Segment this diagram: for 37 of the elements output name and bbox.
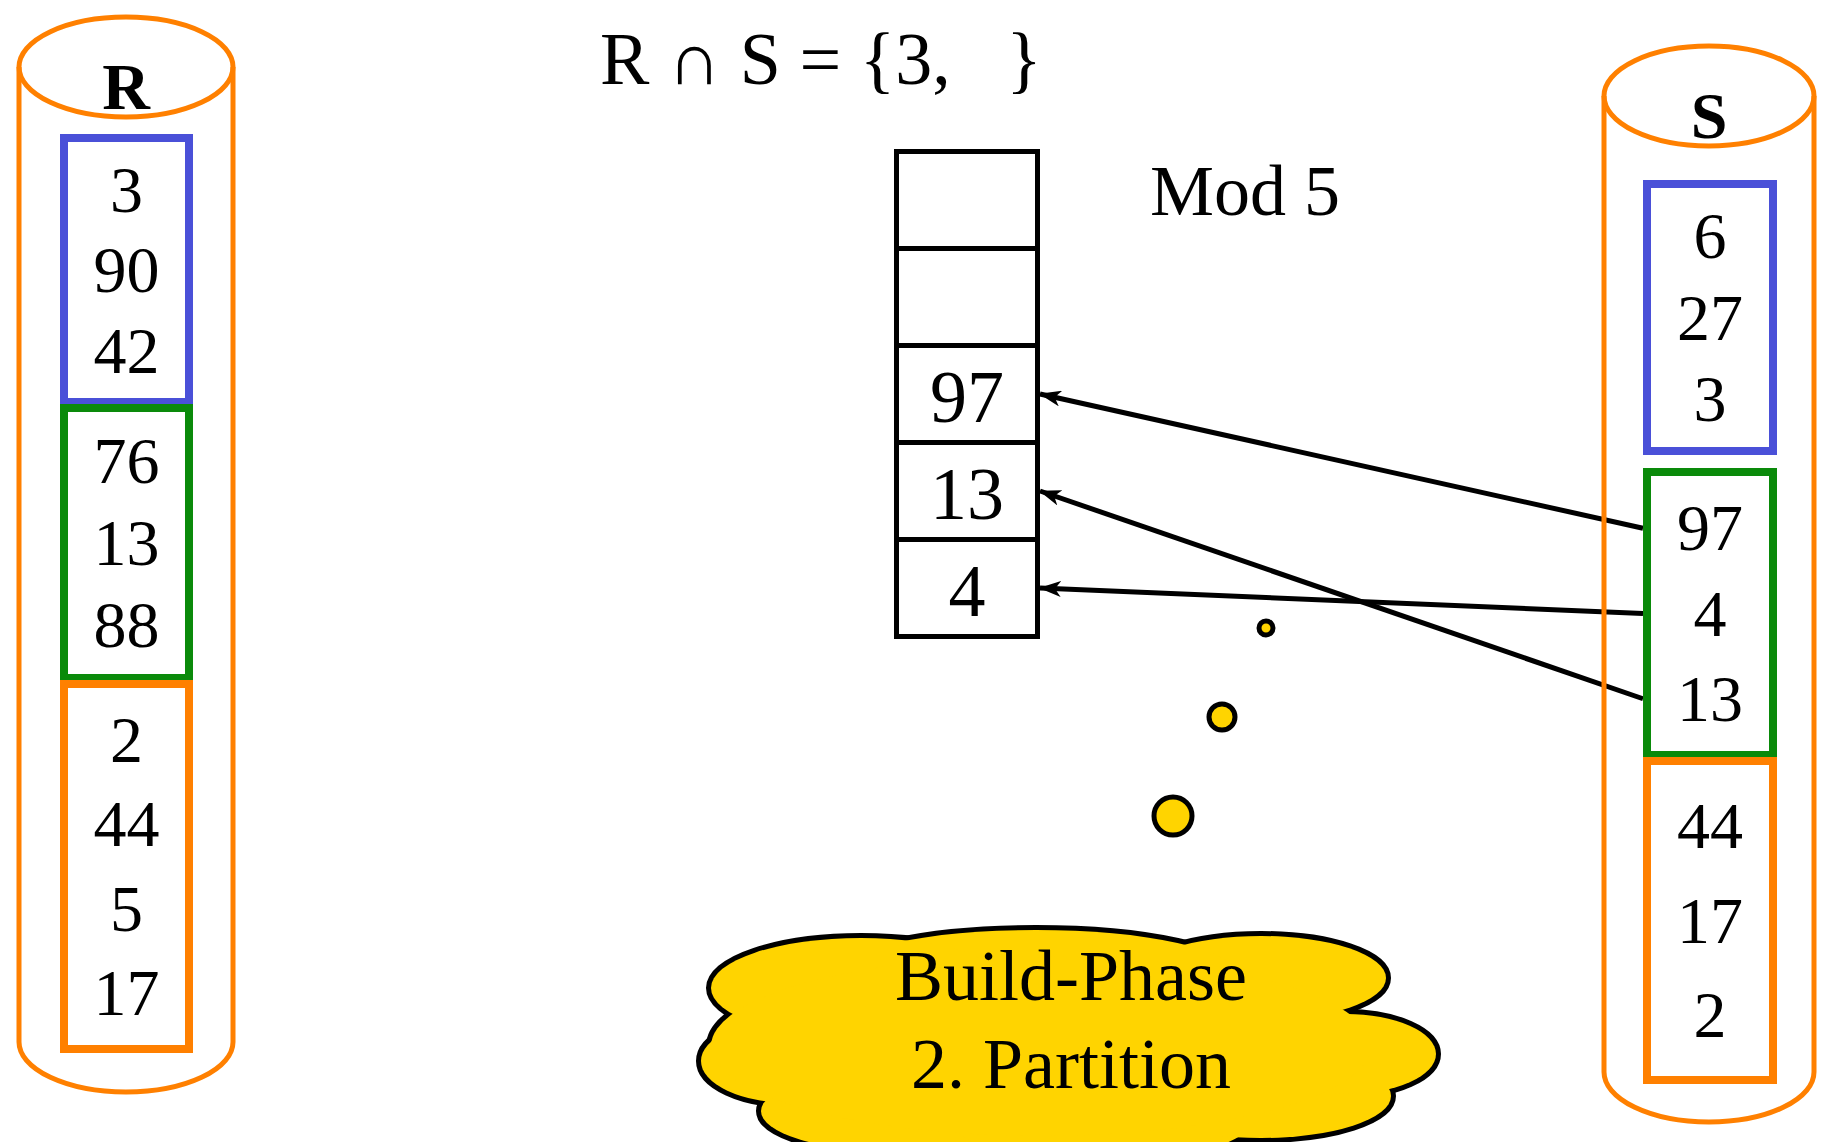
value: 2 bbox=[110, 706, 143, 773]
value: 4 bbox=[948, 554, 986, 628]
value: 17 bbox=[93, 960, 160, 1027]
table-name: S bbox=[1689, 83, 1729, 149]
value: 3 bbox=[110, 156, 143, 223]
cloud-text: Build-Phase bbox=[894, 940, 1248, 1012]
value: 44 bbox=[1677, 793, 1743, 860]
value: 2 bbox=[1693, 981, 1727, 1048]
partition-box bbox=[60, 134, 193, 406]
arrow bbox=[1039, 580, 1644, 616]
cloud-text: 2. Partition bbox=[910, 1028, 1232, 1100]
value: 27 bbox=[1677, 284, 1743, 351]
value: 4 bbox=[1693, 580, 1727, 647]
partition-box bbox=[1643, 180, 1777, 455]
partition-box bbox=[60, 680, 193, 1053]
value: 13 bbox=[1677, 665, 1743, 732]
value: 88 bbox=[93, 592, 160, 658]
value: 97 bbox=[930, 360, 1004, 434]
arrow bbox=[1039, 488, 1644, 702]
partition-box bbox=[1643, 757, 1777, 1084]
title: R ∩ S = {3, } bbox=[600, 22, 1042, 96]
value: 76 bbox=[93, 428, 160, 494]
table-name: R bbox=[101, 54, 152, 120]
arrow bbox=[1039, 390, 1644, 531]
value: 90 bbox=[93, 237, 160, 303]
partition-box bbox=[60, 404, 193, 682]
value: 44 bbox=[93, 791, 160, 858]
value: 6 bbox=[1693, 203, 1727, 270]
value: 3 bbox=[1693, 365, 1727, 432]
value: 13 bbox=[93, 510, 160, 576]
partition-box bbox=[1643, 468, 1777, 759]
value: 17 bbox=[1677, 887, 1743, 954]
label: Mod 5 bbox=[1150, 155, 1341, 227]
value: 42 bbox=[93, 317, 160, 384]
value: 5 bbox=[110, 875, 143, 942]
value: 97 bbox=[1677, 495, 1743, 562]
value: 13 bbox=[930, 457, 1004, 531]
